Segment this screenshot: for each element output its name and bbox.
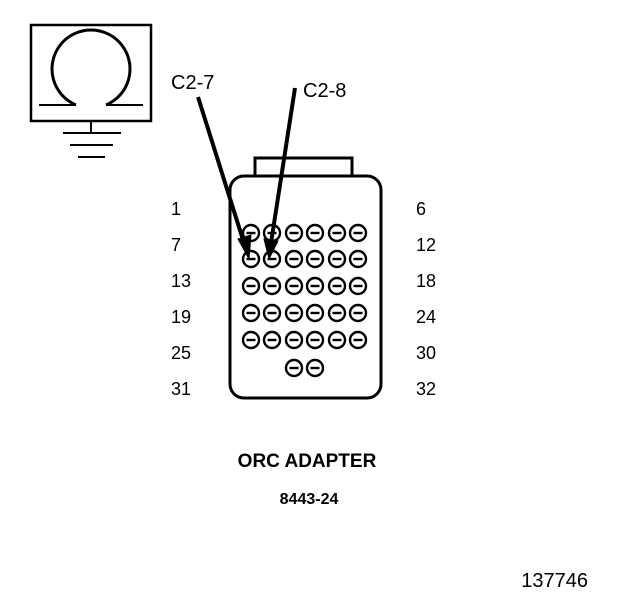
pin-cavity bbox=[284, 303, 304, 323]
pin-label-left: 31 bbox=[171, 379, 191, 399]
pin-label-right: 12 bbox=[416, 235, 436, 255]
pin-label-left: 13 bbox=[171, 271, 191, 291]
callout-c2-7: C2-7 bbox=[171, 72, 214, 94]
pin-cavity bbox=[305, 276, 325, 296]
pin-cavity bbox=[305, 358, 325, 378]
pin-cavity bbox=[284, 358, 304, 378]
pin-cavity bbox=[305, 303, 325, 323]
pin-cavity bbox=[327, 223, 347, 243]
figure-number: 137746 bbox=[521, 570, 588, 592]
pin-cavity bbox=[305, 249, 325, 269]
pin-cavity bbox=[327, 330, 347, 350]
pin-cavity bbox=[284, 330, 304, 350]
pin-grid bbox=[241, 223, 368, 378]
adapter-part-number: 8443-24 bbox=[280, 491, 339, 508]
pin-cavity bbox=[284, 249, 304, 269]
callout-c2-8: C2-8 bbox=[303, 80, 346, 102]
pin-cavity bbox=[348, 330, 368, 350]
arrow-c2-7-head bbox=[237, 234, 252, 261]
pin-cavity bbox=[262, 276, 282, 296]
pin-label-left: 1 bbox=[171, 199, 181, 219]
adapter-title: ORC ADAPTER bbox=[238, 451, 377, 472]
pin-cavity bbox=[262, 330, 282, 350]
pin-label-right: 18 bbox=[416, 271, 436, 291]
arrow-c2-7 bbox=[196, 96, 246, 244]
pin-cavity bbox=[327, 303, 347, 323]
pin-cavity bbox=[305, 223, 325, 243]
pin-cavity bbox=[327, 249, 347, 269]
pin-cavity bbox=[348, 303, 368, 323]
pin-label-left: 25 bbox=[171, 343, 191, 363]
pin-label-right: 6 bbox=[416, 199, 426, 219]
pin-cavity bbox=[262, 303, 282, 323]
pin-cavity bbox=[348, 276, 368, 296]
pin-cavity bbox=[241, 276, 261, 296]
pin-label-right: 32 bbox=[416, 379, 436, 399]
pin-cavity bbox=[284, 276, 304, 296]
pin-cavity bbox=[284, 223, 304, 243]
pin-cavity bbox=[305, 330, 325, 350]
pin-cavity bbox=[348, 249, 368, 269]
ohmmeter-ground-icon bbox=[29, 23, 153, 158]
pin-cavity bbox=[327, 276, 347, 296]
pin-cavity bbox=[241, 330, 261, 350]
arrow-c2-8 bbox=[269, 87, 297, 244]
arrow-c2-8-head bbox=[263, 238, 279, 261]
pin-cavity bbox=[241, 303, 261, 323]
callout-arrows bbox=[196, 87, 297, 261]
pin-label-left: 7 bbox=[171, 235, 181, 255]
pin-cavity bbox=[348, 223, 368, 243]
pin-label-left: 19 bbox=[171, 307, 191, 327]
pin-label-right: 24 bbox=[416, 307, 436, 327]
pin-label-right: 30 bbox=[416, 343, 436, 363]
